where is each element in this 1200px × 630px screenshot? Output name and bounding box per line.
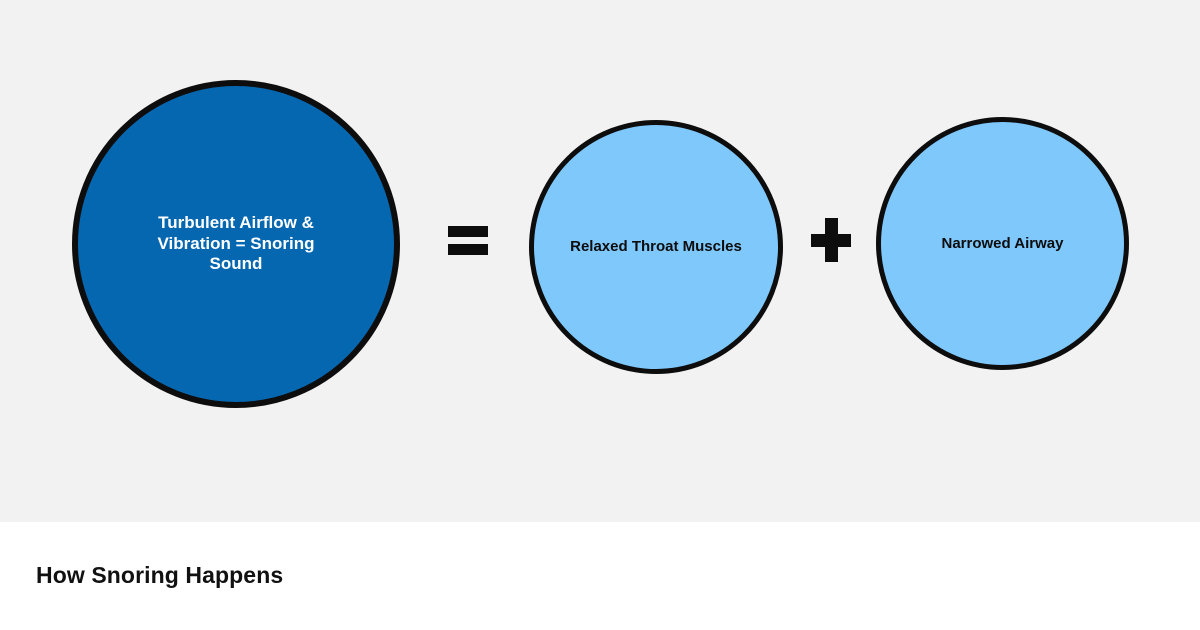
equals-icon — [448, 226, 488, 256]
factor-circle-label: Relaxed Throat Muscles — [570, 238, 742, 255]
result-circle: Turbulent Airflow & Vibration = Snoring … — [72, 80, 400, 408]
result-circle-label: Turbulent Airflow & Vibration = Snoring … — [157, 212, 315, 274]
plus-icon — [811, 218, 851, 262]
page-title: How Snoring Happens — [36, 562, 284, 588]
title-bar: How Snoring Happens — [0, 522, 1200, 630]
equals-bottom-bar — [448, 244, 488, 255]
factor-circle-narrowed-airway: Narrowed Airway — [876, 117, 1129, 370]
equals-top-bar — [448, 226, 488, 237]
plus-horizontal-bar — [811, 233, 851, 247]
factor-circle-relaxed-throat-muscles: Relaxed Throat Muscles — [529, 120, 783, 374]
factor-circle-label: Narrowed Airway — [941, 234, 1064, 252]
diagram-area: Turbulent Airflow & Vibration = Snoring … — [0, 0, 1200, 522]
